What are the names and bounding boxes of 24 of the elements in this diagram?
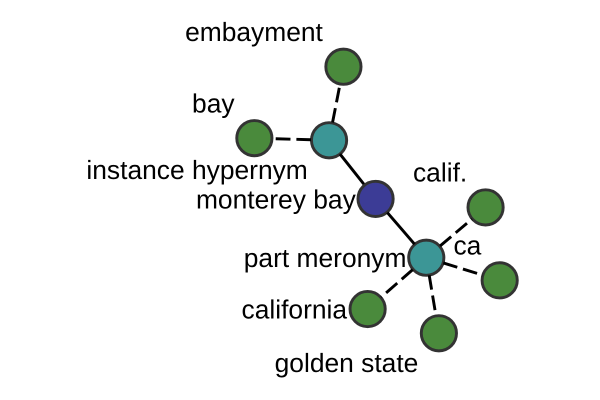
connector (386, 212, 416, 246)
node-circle (420, 314, 458, 352)
node-label: monterey bay (196, 184, 356, 214)
connector (442, 262, 484, 277)
connector (380, 268, 414, 298)
node-label: golden state (274, 348, 418, 378)
node-circle (235, 119, 274, 158)
connector (428, 275, 438, 316)
node-circle (466, 188, 505, 226)
node-label: part meronym (244, 243, 406, 274)
connector (439, 218, 473, 248)
connector (338, 153, 365, 186)
node-label: ca (453, 230, 482, 261)
node-label: embayment (185, 16, 323, 47)
node-label: california (242, 294, 348, 324)
node-label: instance hypernym (86, 154, 308, 185)
node-circle (356, 180, 395, 218)
node-circle (310, 121, 348, 160)
node-label: bay (192, 88, 235, 118)
node-circle (480, 261, 519, 300)
node-label: calif. (413, 158, 468, 188)
node-circle (348, 290, 387, 328)
node-circle (407, 238, 446, 277)
node-circle (324, 48, 362, 86)
